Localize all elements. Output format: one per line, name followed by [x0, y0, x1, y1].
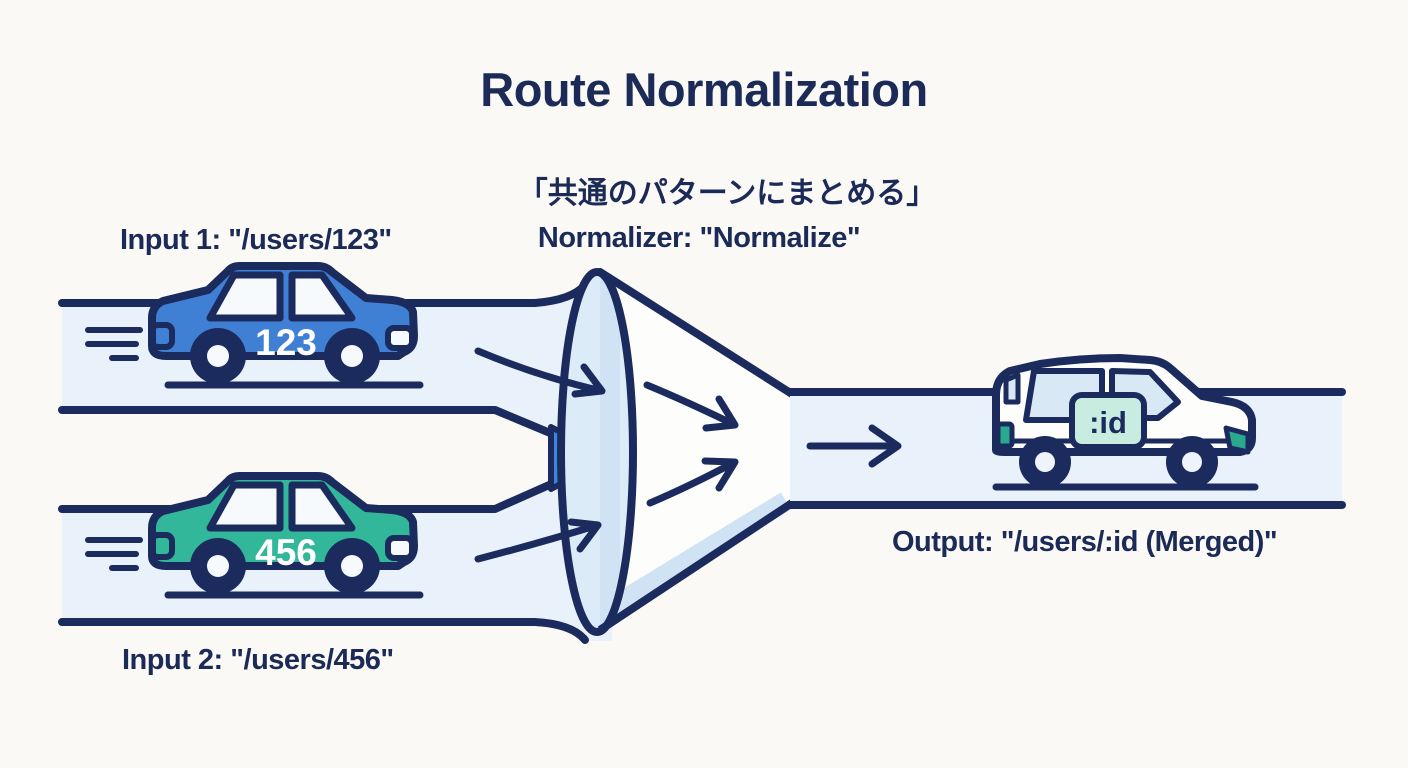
page-title: Route Normalization — [480, 63, 928, 116]
arrow-output-icon — [806, 424, 902, 468]
speed-lines-icon — [85, 327, 143, 361]
arrow-funnel-lower-icon — [646, 457, 739, 507]
input1-label: Input 1: "/users/123" — [120, 224, 392, 256]
flow-arrows — [474, 347, 902, 563]
arrow-funnel-upper-icon — [643, 381, 739, 432]
output-label: Output: "/users/:id (Merged)" — [892, 526, 1278, 558]
output-plate-label: :id — [1089, 405, 1127, 440]
car2-plate-label: 456 — [255, 532, 317, 573]
input2-label: Input 2: "/users/456" — [122, 644, 394, 676]
arrow-lane1-icon — [474, 347, 606, 398]
speed-lines-icon — [85, 537, 143, 571]
arrow-lane2-icon — [474, 518, 602, 563]
normalizer-funnel — [596, 268, 796, 634]
input-car-2-illustration: 456 — [85, 472, 424, 599]
input-car-1-illustration: 123 — [85, 262, 424, 389]
output-car-illustration: :id — [992, 354, 1259, 491]
normalizer-label: Normalizer: "Normalize" — [537, 222, 861, 254]
jp-annotation: 「共通のパターンにまとめる」 — [517, 177, 937, 210]
id-badge — [1069, 392, 1147, 450]
car1-plate-label: 123 — [255, 322, 317, 363]
